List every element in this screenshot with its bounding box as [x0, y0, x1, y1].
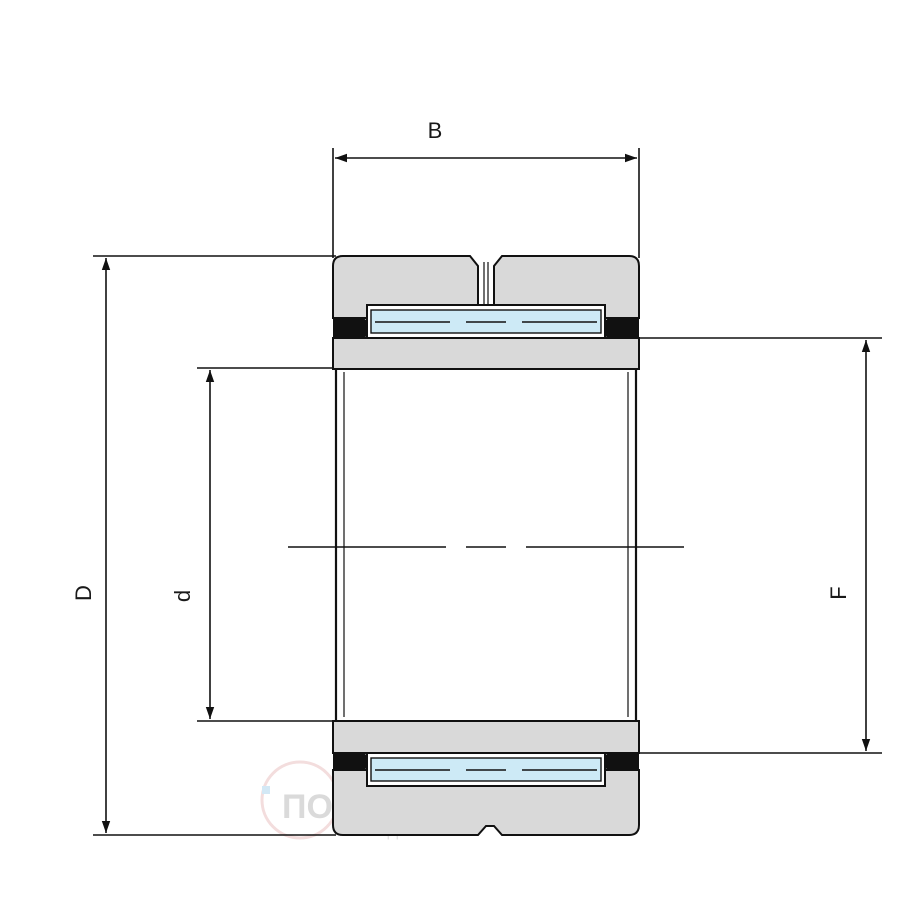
- seal-right-top: [604, 318, 639, 338]
- seal-right-bottom: [604, 753, 639, 770]
- dim-label-D: D: [71, 585, 96, 601]
- dim-label-d: d: [170, 590, 195, 602]
- inner-ring-bottom: [332, 720, 640, 754]
- inner-ring-top: [332, 337, 640, 370]
- extension-lines: [93, 148, 882, 836]
- top-section: [332, 255, 640, 370]
- bore-outline: [334, 368, 638, 721]
- bottom-section: [332, 720, 640, 836]
- seal-left-top: [333, 318, 368, 338]
- dim-label-F: F: [826, 586, 851, 599]
- dimension-lines: [101, 153, 871, 833]
- dim-label-B: B: [428, 118, 443, 143]
- seal-left-bottom: [333, 753, 368, 770]
- outer-ring-top: [332, 255, 640, 319]
